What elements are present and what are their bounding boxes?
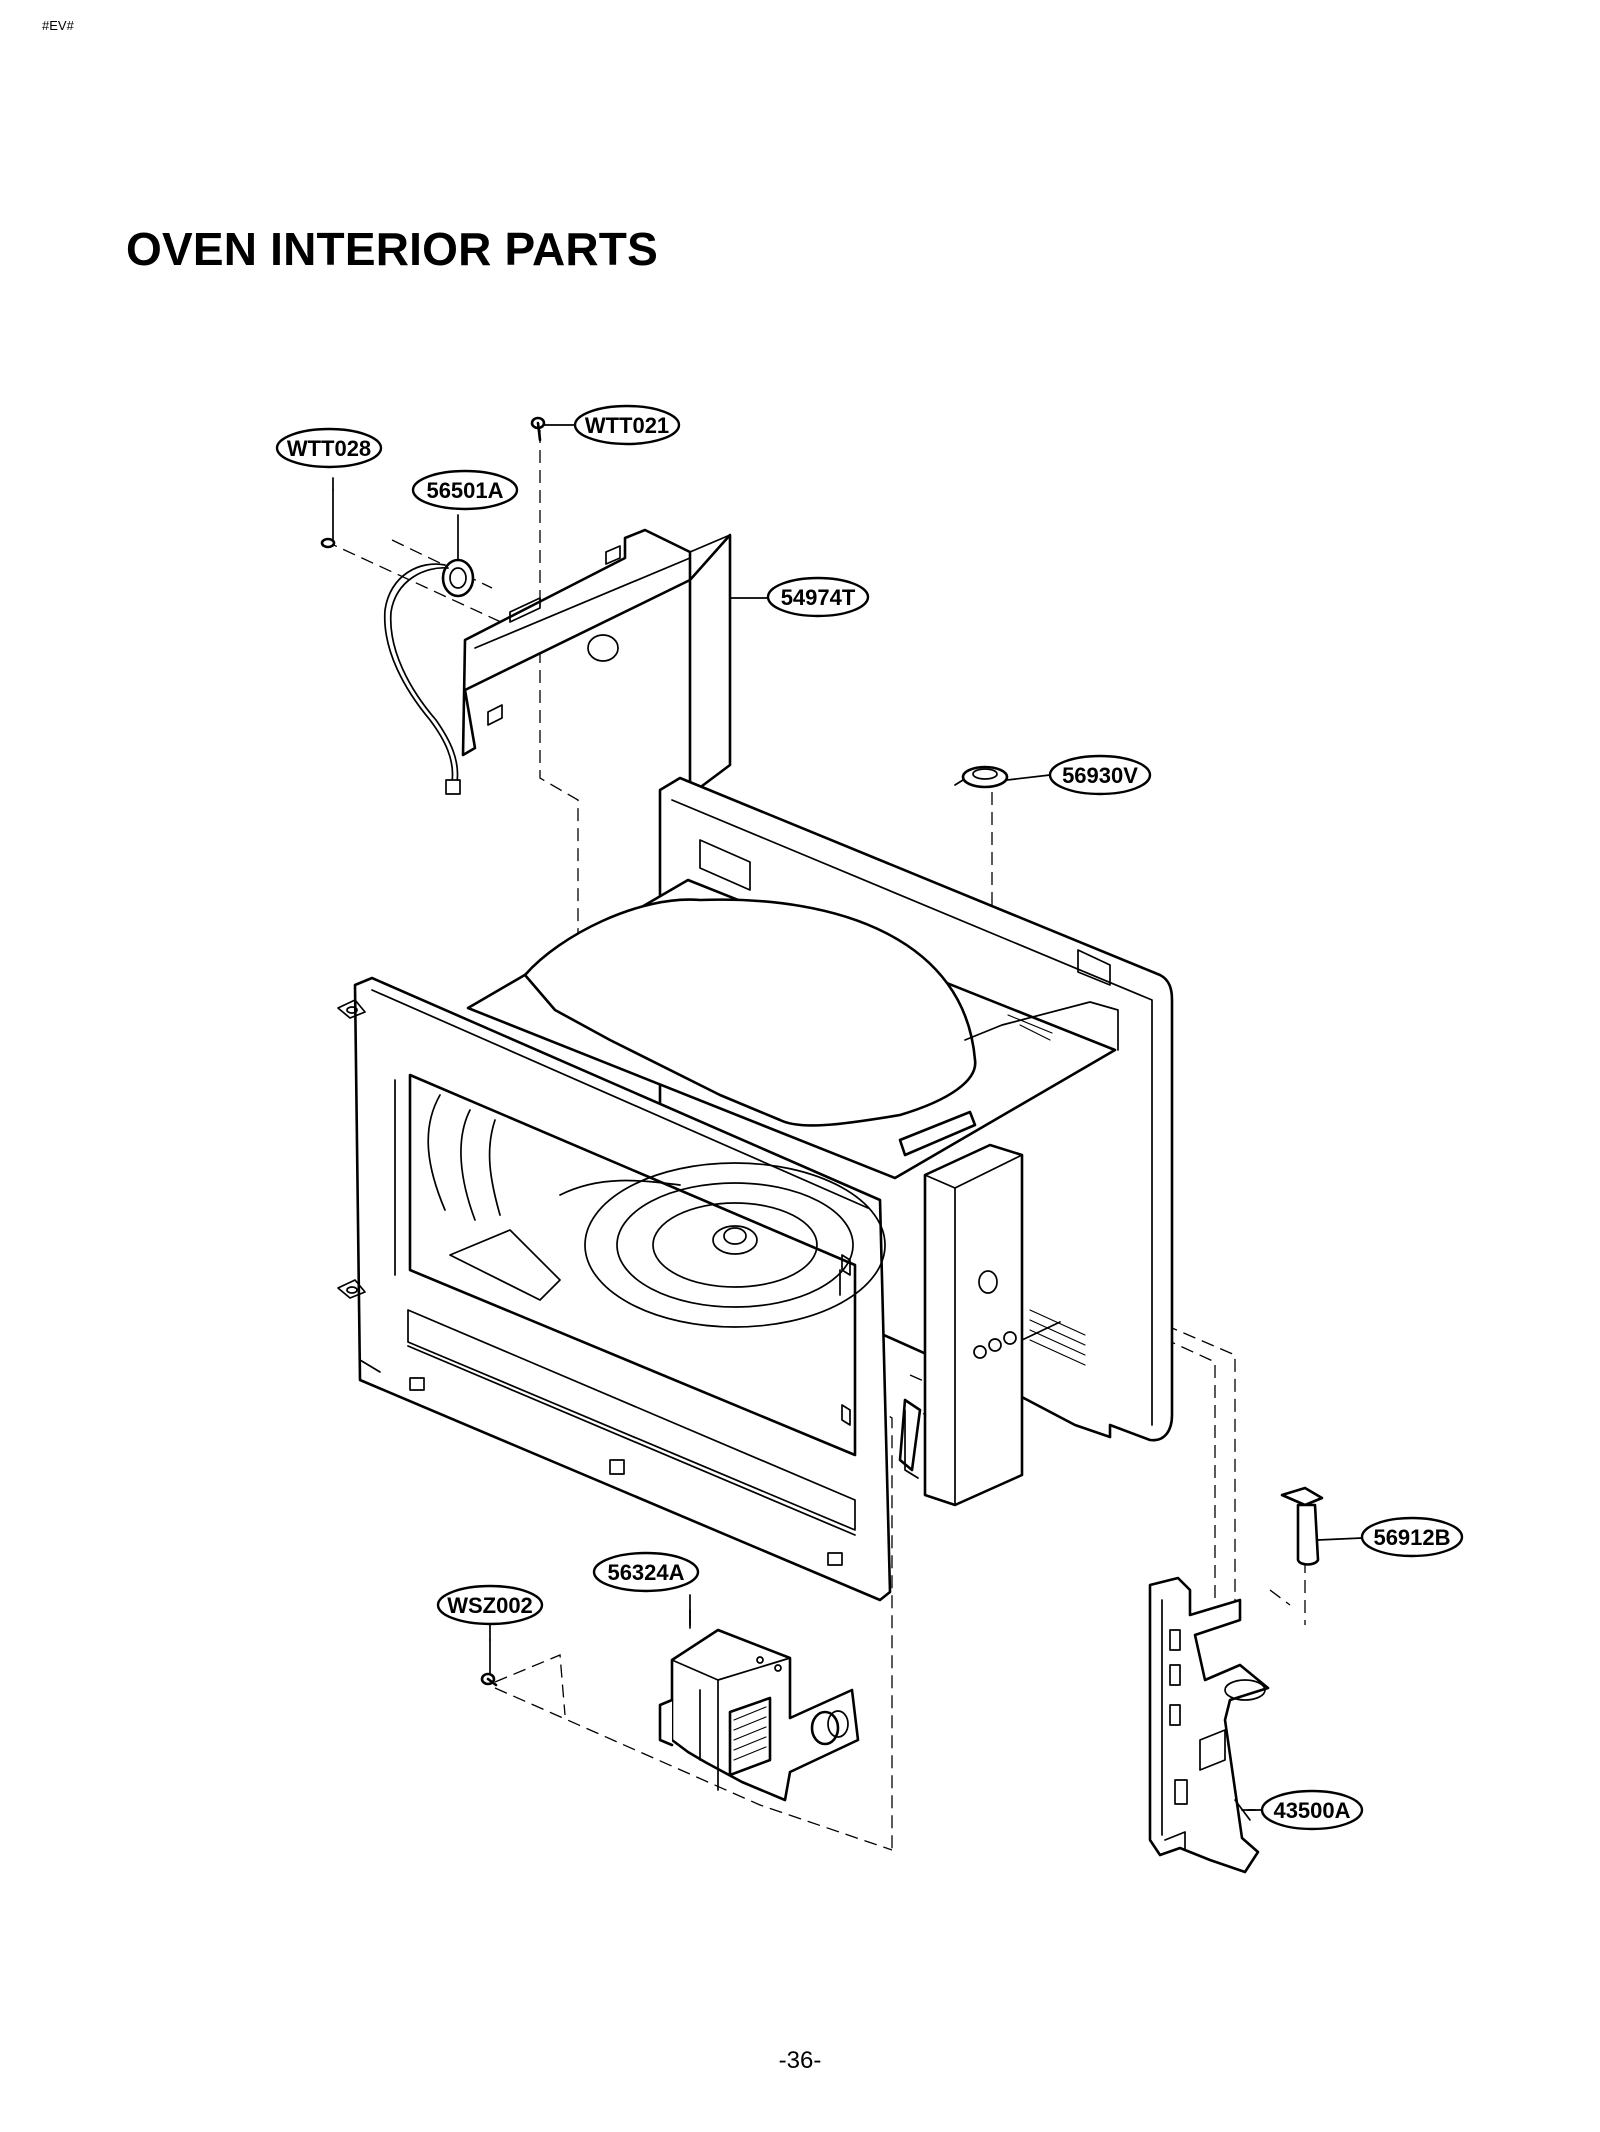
callout-label: WTT028 bbox=[287, 436, 371, 461]
screw-wtt028-part bbox=[320, 489, 336, 549]
document-code: #EV# bbox=[42, 18, 74, 33]
screw-wsz002-part bbox=[480, 1639, 498, 1687]
page-title: OVEN INTERIOR PARTS bbox=[126, 223, 658, 275]
callout-wsz002: WSZ002 bbox=[436, 1584, 544, 1626]
thermostat-part bbox=[954, 765, 1051, 789]
callout-wtt028: WTT028 bbox=[275, 427, 383, 469]
magnetron-part bbox=[658, 1609, 860, 1802]
callout-wtt021: WTT021 bbox=[573, 404, 681, 446]
callout-label: 43500A bbox=[1273, 1798, 1350, 1823]
callout-label: 56501A bbox=[426, 478, 503, 503]
callout-56930v: 56930V bbox=[1048, 754, 1152, 796]
lamp-part bbox=[1280, 1486, 1363, 1566]
callout-label: WTT021 bbox=[585, 413, 669, 438]
callout-label: 56912B bbox=[1373, 1525, 1450, 1550]
callout-label: WSZ002 bbox=[447, 1593, 533, 1618]
callout-54974t: 54974T bbox=[766, 576, 870, 618]
callout-56912b: 56912B bbox=[1360, 1516, 1464, 1558]
callout-label: 56930V bbox=[1062, 763, 1138, 788]
control-box-part bbox=[923, 1143, 1061, 1507]
page-number: -36- bbox=[778, 2047, 822, 2074]
sensor-assembly-part bbox=[383, 558, 475, 795]
callout-label: 56324A bbox=[607, 1560, 684, 1585]
callout-56324a: 56324A bbox=[592, 1551, 700, 1593]
screw-wtt021-part bbox=[530, 416, 576, 442]
callout-56501a: 56501A bbox=[411, 469, 519, 511]
callout-43500a: 43500A bbox=[1260, 1789, 1364, 1831]
latch-board-part bbox=[1148, 1576, 1270, 1874]
oven-cavity-assembly bbox=[337, 776, 1174, 1602]
callout-label: 54974T bbox=[781, 585, 856, 610]
waveguide-cover-part bbox=[461, 528, 732, 797]
